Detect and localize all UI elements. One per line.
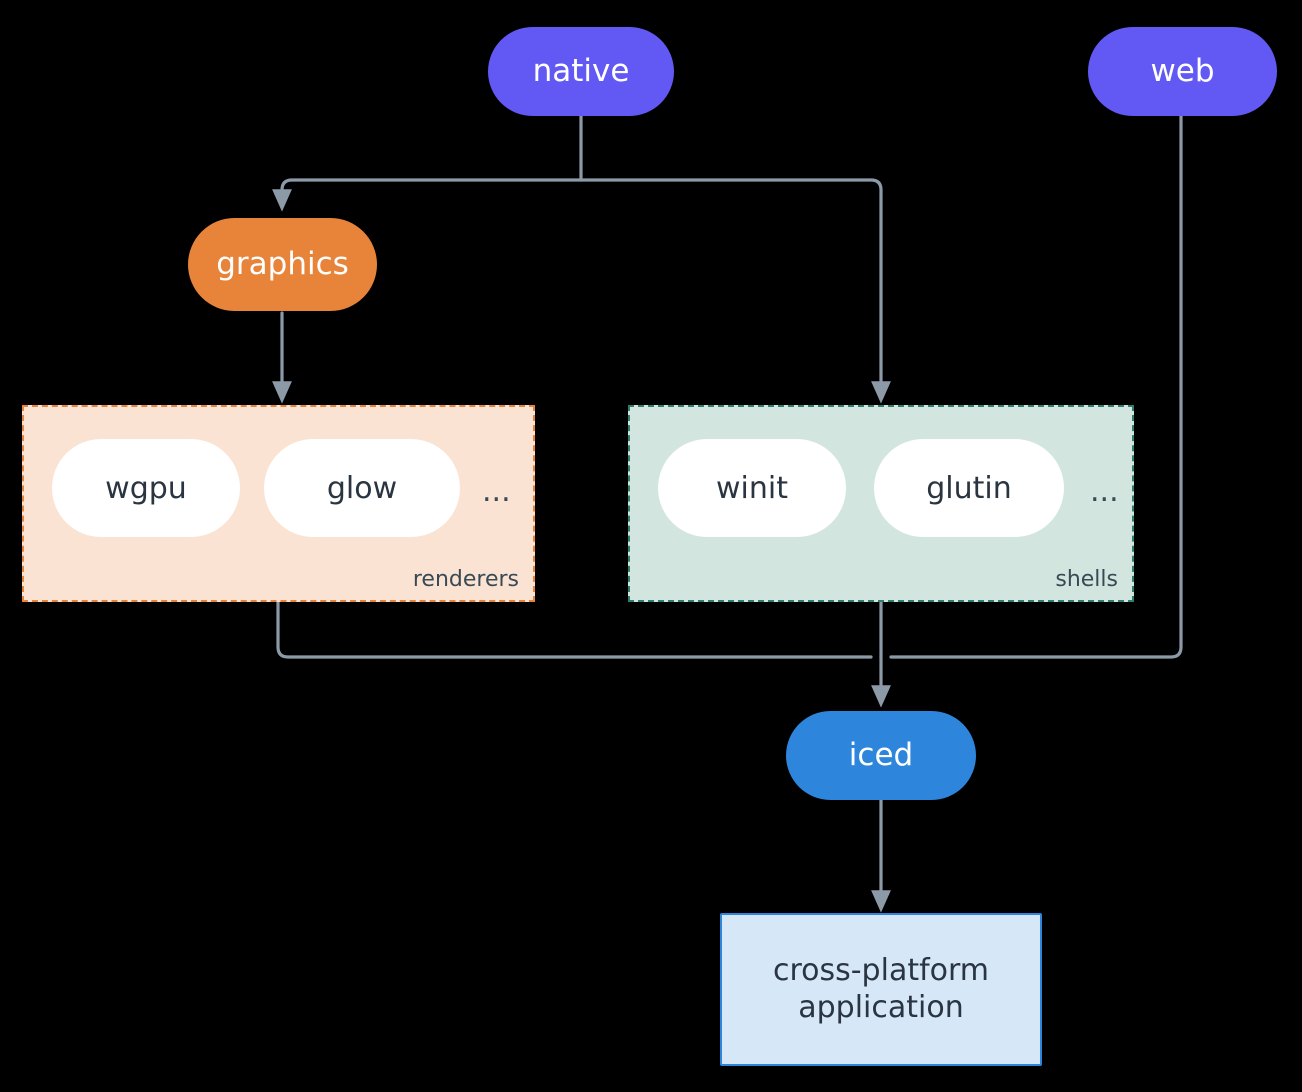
cluster-shells-overflow: ... (1090, 474, 1119, 509)
cluster-item-glutin[interactable]: glutin (874, 439, 1064, 537)
node-native-label: native (532, 52, 630, 89)
node-web[interactable]: web (1088, 27, 1277, 116)
cluster-shells-label: shells (1055, 567, 1118, 592)
edge-renderers-to-iced (276, 600, 873, 659)
cluster-item-wgpu[interactable]: wgpu (52, 439, 240, 537)
edge-native-to-graphics (272, 178, 583, 212)
node-graphics[interactable]: graphics (188, 218, 377, 311)
node-graphics-label: graphics (216, 245, 349, 282)
cluster-renderers-label: renderers (412, 567, 519, 592)
node-iced[interactable]: iced (786, 711, 976, 800)
cluster-item-wgpu-label: wgpu (105, 470, 187, 506)
node-cross-platform-application[interactable]: cross-platform application (720, 913, 1042, 1066)
cluster-shells: winit glutin ... shells (628, 405, 1134, 602)
cluster-item-winit[interactable]: winit (658, 439, 846, 537)
node-application-label-line2: application (798, 989, 964, 1025)
cluster-item-winit-label: winit (716, 470, 788, 506)
cluster-renderers: wgpu glow ... renderers (22, 405, 535, 602)
cluster-item-glutin-label: glutin (926, 470, 1012, 506)
edge-native-to-shells (579, 178, 891, 404)
node-native[interactable]: native (488, 27, 674, 116)
cluster-renderers-overflow: ... (482, 474, 511, 509)
node-web-label: web (1150, 52, 1215, 89)
cluster-item-glow[interactable]: glow (264, 439, 460, 537)
node-application-label-line1: cross-platform (772, 952, 990, 988)
cluster-item-glow-label: glow (326, 470, 398, 506)
node-iced-label: iced (848, 736, 914, 773)
